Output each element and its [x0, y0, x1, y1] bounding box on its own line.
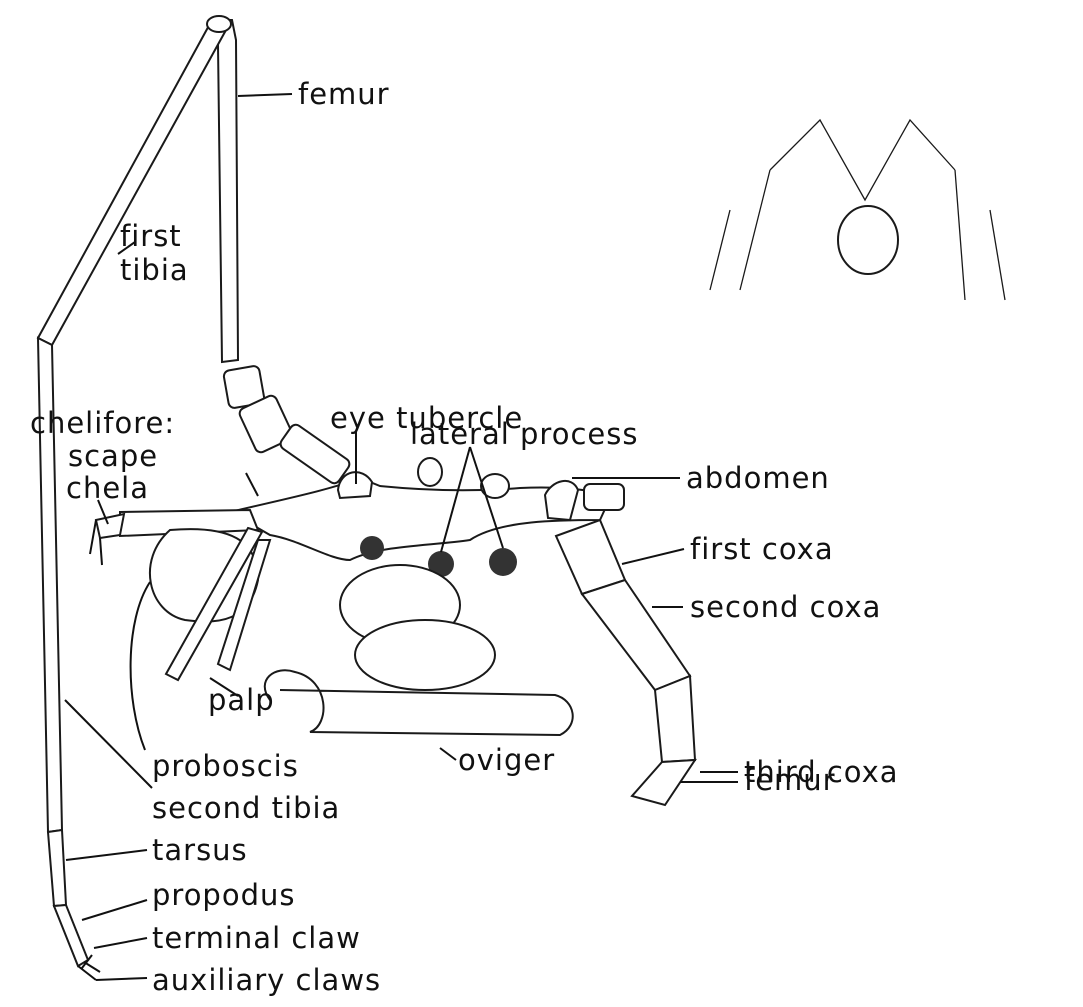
inset-abdomen — [838, 206, 898, 274]
inset-body — [770, 120, 955, 200]
trunk — [230, 458, 610, 577]
egg-mass — [340, 565, 495, 690]
knee-joint — [207, 16, 231, 32]
label-chelifore: chelifore: — [30, 406, 175, 440]
tarsus-segment — [48, 830, 66, 906]
label-femur-top: femur — [298, 77, 390, 111]
label-terminal-claw: terminal claw — [152, 921, 361, 955]
bump-1 — [418, 458, 442, 486]
leader-first-coxa — [622, 549, 684, 564]
chela-shape — [96, 514, 124, 538]
leader-oviger — [440, 748, 456, 760]
right-second-coxa — [582, 580, 690, 690]
label-second-coxa: second coxa — [690, 590, 881, 624]
label-first-tibia-line1: first — [120, 219, 182, 253]
leader-second-tibia — [65, 700, 152, 788]
label-abdomen: abdomen — [686, 461, 830, 495]
egg-cluster-2 — [355, 620, 495, 690]
leader-proboscis — [131, 582, 150, 750]
lateral-process-1 — [360, 536, 384, 560]
leader-tarsus — [66, 850, 147, 860]
right-leg — [556, 484, 695, 805]
label-first-coxa: first coxa — [690, 532, 834, 566]
leader-propodus — [82, 900, 147, 920]
femur-segment — [212, 20, 238, 362]
first-tibia-segment — [38, 20, 226, 345]
lateral-process-3 — [489, 548, 517, 576]
right-third-coxa — [655, 676, 695, 762]
label-second-tibia: second tibia — [152, 791, 340, 825]
leader-femur-top — [238, 94, 292, 96]
label-oviger: oviger — [458, 743, 555, 777]
label-first-tibia-line2: tibia — [120, 253, 189, 287]
label-femur-bottom: femur — [744, 763, 836, 797]
propodus-segment — [54, 905, 88, 966]
leader-auxiliary-claws — [96, 978, 147, 980]
right-coxa-a — [584, 484, 624, 510]
label-lateral-process: lateral process — [410, 417, 638, 451]
label-propodus: propodus — [152, 878, 295, 912]
label-scape: scape — [68, 439, 158, 473]
leader-scape — [246, 473, 258, 496]
leader-terminal-claw — [94, 938, 147, 948]
label-proboscis: proboscis — [152, 749, 299, 783]
inset-figure — [710, 120, 1005, 300]
label-chela: chela — [66, 471, 149, 505]
label-tarsus: tarsus — [152, 833, 248, 867]
label-auxiliary-claws: auxiliary claws — [152, 963, 381, 997]
label-palp: palp — [208, 683, 275, 717]
